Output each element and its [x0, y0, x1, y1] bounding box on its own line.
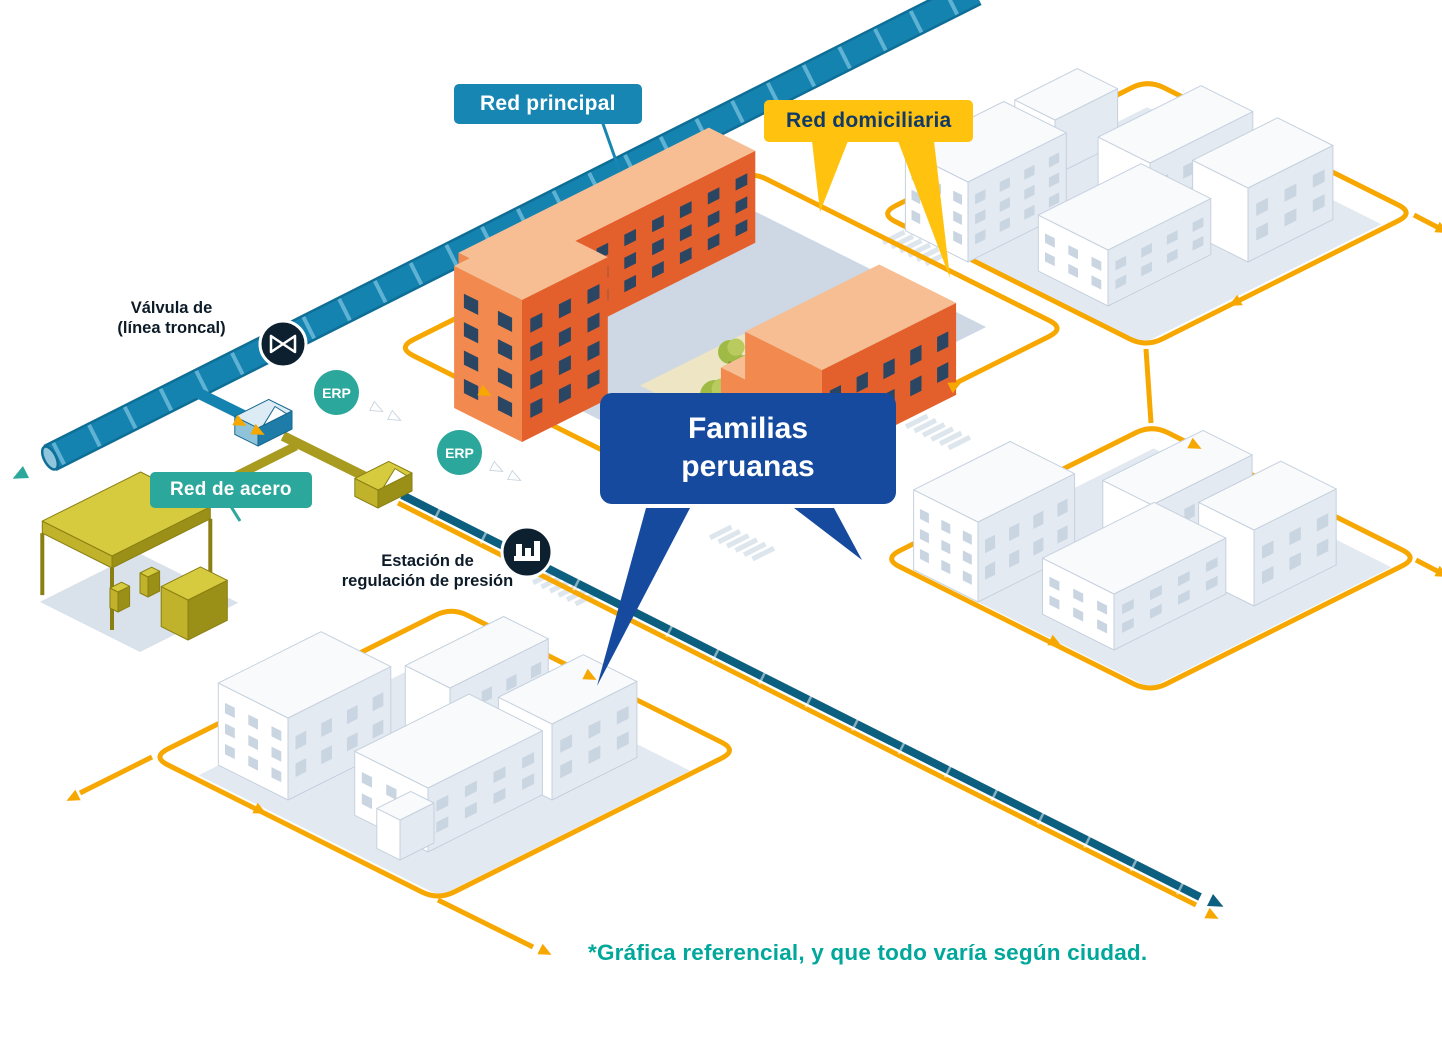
familias-line1: Familias [687, 412, 809, 445]
label-familias-peruanas: Familias peruanas [600, 393, 896, 504]
erp-station-2 [354, 460, 413, 509]
flow-arrows [12, 221, 1442, 955]
familias-line2: peruanas [681, 450, 815, 484]
regulation-station-icon [500, 525, 554, 579]
valve-icon [258, 319, 308, 369]
annotation-valvula: Válvula de (línea troncal) [84, 299, 259, 339]
label-red-principal: Red principal [454, 84, 642, 124]
erp-station-1 [234, 398, 293, 447]
estacion-line1: Estación de [381, 552, 474, 570]
erp-badge-1: ERP [314, 370, 359, 415]
reference-caption: *Gráfica referencial, y que todo varía s… [588, 940, 1148, 965]
valvula-line1: Válvula de [130, 299, 213, 317]
label-red-de-acero: Red de acero [150, 472, 312, 508]
label-red-domiciliaria: Red domiciliaria [764, 100, 974, 142]
city-block-mid-right [913, 429, 1337, 651]
annotation-estacion: Estación de regulación de presión [330, 552, 525, 592]
estacion-line2: regulación de presión [341, 571, 514, 590]
callout-tails [228, 120, 950, 686]
erp-badge-2: ERP [437, 430, 482, 475]
valvula-line2: (línea troncal) [117, 318, 226, 337]
city-block-top-right [904, 68, 1334, 307]
